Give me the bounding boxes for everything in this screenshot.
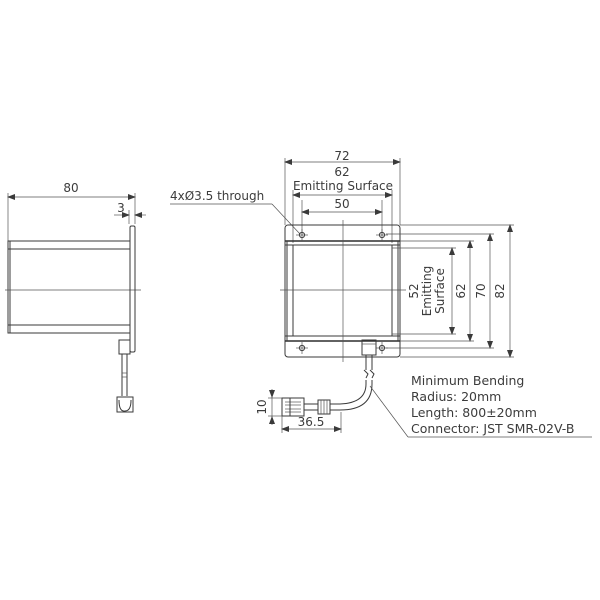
mounting-hole (376, 229, 388, 241)
dim-3-label: 3 (117, 201, 125, 215)
note-min-bending: Minimum Bending (411, 373, 524, 388)
notes-leader-line (369, 385, 409, 438)
side-connector (116, 396, 134, 413)
dim-82-label: 82 (493, 283, 507, 298)
front-view: 72 62 Emitting Surface 50 4xØ3.5 through (170, 149, 514, 362)
emitting-surface-height-label-2: Surface (433, 268, 447, 314)
note-radius: Radius: 20mm (411, 389, 501, 404)
mounting-hole (296, 229, 308, 241)
cable-exit (361, 339, 377, 356)
dim-72-label: 72 (334, 149, 349, 163)
side-plate (129, 225, 136, 353)
jst-connector (281, 397, 305, 417)
dim-62-width-label: 62 (334, 165, 349, 179)
dim-62-height-label: 62 (454, 283, 468, 298)
dim-52-label: 52 (407, 283, 421, 298)
mounting-hole (376, 342, 388, 354)
dim-80-label: 80 (63, 181, 78, 195)
hole-leader-line (271, 203, 301, 235)
side-view: 80 3 (5, 181, 146, 413)
front-body (284, 224, 401, 358)
dim-70-label: 70 (474, 283, 488, 298)
dim-10-label: 10 (255, 399, 269, 414)
dim-36-5-label: 36.5 (298, 415, 325, 429)
note-length: Length: 800±20mm (411, 405, 537, 420)
cable-assembly: 10 36.5 (255, 355, 375, 433)
side-body (7, 240, 131, 334)
hole-callout-label: 4xØ3.5 through (170, 189, 264, 203)
note-connector: Connector: JST SMR-02V-B (411, 421, 574, 436)
dim-50-label: 50 (334, 197, 349, 211)
emitting-surface-height-label-1: Emitting (420, 266, 434, 317)
emitting-surface-width-label: Emitting Surface (293, 179, 393, 193)
cable-notes: Minimum Bending Radius: 20mm Length: 800… (369, 373, 592, 438)
mounting-hole (296, 342, 308, 354)
